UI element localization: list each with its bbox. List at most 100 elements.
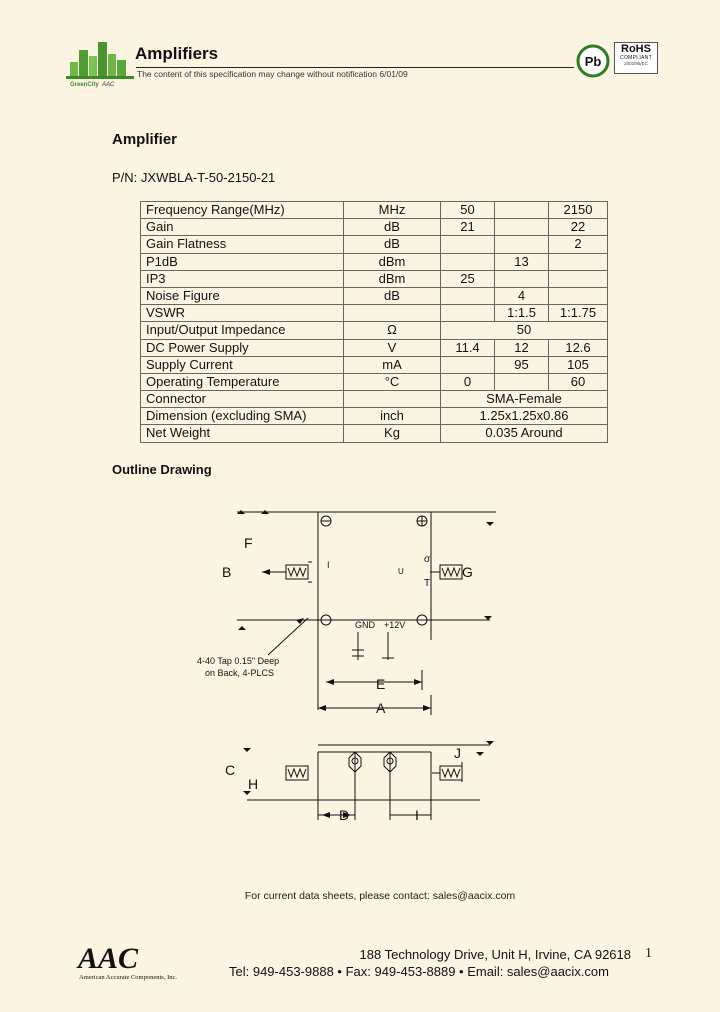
spec-param: VSWR xyxy=(140,304,344,323)
spec-unit xyxy=(343,304,441,323)
dim-label-H: H xyxy=(248,776,258,792)
spec-typ: 4 xyxy=(494,286,549,306)
aac-logo-text: AAC xyxy=(76,942,139,975)
dim-label-E: E xyxy=(376,676,385,692)
spec-param: Dimension (excluding SMA) xyxy=(140,407,344,426)
svg-text:U: U xyxy=(398,567,404,576)
svg-text:I: I xyxy=(327,560,330,570)
greencity-logo: GreenCity AAC xyxy=(66,42,134,88)
pb-label: Pb xyxy=(585,54,602,69)
spec-value: SMA-Female xyxy=(440,390,608,409)
part-number: P/N: JXWBLA-T-50-2150-21 xyxy=(112,170,276,185)
spec-param: Net Weight xyxy=(140,424,344,443)
spec-param: Noise Figure xyxy=(140,286,344,306)
rohs-line3: 2002/95/EC xyxy=(624,61,648,66)
spec-unit: dBm xyxy=(343,252,441,271)
spec-param: Input/Output Impedance xyxy=(140,321,344,340)
spec-typ: 1:1.5 xyxy=(494,304,549,323)
spec-min: 50 xyxy=(440,200,495,220)
spec-unit: °C xyxy=(343,372,441,392)
page-title: Amplifiers xyxy=(135,44,219,63)
spec-param: DC Power Supply xyxy=(140,338,344,357)
spec-max: 2 xyxy=(548,235,608,254)
spec-unit: dB xyxy=(343,235,441,254)
spec-typ xyxy=(494,200,549,220)
spec-unit: mA xyxy=(343,355,441,374)
header-rule xyxy=(136,67,574,68)
dim-label-A: A xyxy=(376,700,386,716)
spec-max: 60 xyxy=(548,372,608,392)
spec-unit: Kg xyxy=(343,424,441,443)
outline-drawing: I U σ T F B G GND +12V E A 4-40 Tap 0.15… xyxy=(197,510,496,823)
spec-min: 25 xyxy=(440,269,495,288)
dim-label-D: D xyxy=(339,807,349,823)
dim-label-F: F xyxy=(244,535,253,551)
spec-value: 1.25x1.25x0.86 xyxy=(440,407,608,426)
spec-min xyxy=(440,252,495,271)
spec-typ: 95 xyxy=(494,355,549,374)
spec-param: Supply Current xyxy=(140,355,344,374)
spec-max: 22 xyxy=(548,218,608,237)
company-address: 188 Technology Drive, Unit H, Irvine, CA… xyxy=(359,947,631,962)
spec-unit: inch xyxy=(343,407,441,426)
tap-note-line2: on Back, 4-PLCS xyxy=(205,668,274,678)
spec-max xyxy=(548,269,608,288)
spec-typ xyxy=(494,269,549,288)
rohs-title: RoHS xyxy=(621,43,651,55)
spec-max: 2150 xyxy=(548,200,608,220)
rohs-badge: RoHS COMPLIANT 2002/95/EC xyxy=(614,42,658,74)
spec-min: 0 xyxy=(440,372,495,392)
spec-max: 12.6 xyxy=(548,338,608,357)
rohs-line2: COMPLIANT xyxy=(620,55,652,61)
spec-max: 1:1.75 xyxy=(548,304,608,323)
pb-free-icon: Pb xyxy=(576,44,610,78)
dim-label-I: I xyxy=(415,807,419,823)
spec-min: 11.4 xyxy=(440,338,495,357)
spec-param: IP3 xyxy=(140,269,344,288)
v12-label: +12V xyxy=(384,620,405,630)
spec-unit: MHz xyxy=(343,200,441,220)
dim-label-G: G xyxy=(462,564,473,580)
svg-text:σ: σ xyxy=(424,554,431,565)
spec-typ xyxy=(494,372,549,392)
product-heading: Amplifier xyxy=(112,131,178,148)
spec-min xyxy=(440,304,495,323)
spec-min xyxy=(440,286,495,306)
dim-label-J: J xyxy=(454,745,461,761)
spec-unit: dB xyxy=(343,286,441,306)
tap-note-line1: 4-40 Tap 0.15" Deep xyxy=(197,656,279,666)
spec-max: 105 xyxy=(548,355,608,374)
change-notice: The content of this specification may ch… xyxy=(137,69,408,79)
datasheet-contact-note: For current data sheets, please contact:… xyxy=(244,890,516,902)
outline-heading: Outline Drawing xyxy=(112,462,212,477)
svg-text:AAC: AAC xyxy=(101,82,115,88)
gnd-label: GND xyxy=(355,620,376,630)
dim-label-B: B xyxy=(222,564,231,580)
spec-min xyxy=(440,235,495,254)
page-number: 1 xyxy=(645,946,652,961)
spec-param: Frequency Range(MHz) xyxy=(140,200,344,220)
spec-max xyxy=(548,286,608,306)
spec-param: Gain Flatness xyxy=(140,235,344,254)
company-contact: Tel: 949-453-9888 • Fax: 949-453-8889 • … xyxy=(229,964,609,979)
spec-unit: dBm xyxy=(343,269,441,288)
spec-min: 21 xyxy=(440,218,495,237)
company-name: American Accurate Components, Inc. xyxy=(79,974,178,981)
spec-unit xyxy=(343,390,441,409)
aac-logo: AAC xyxy=(76,942,139,975)
spec-value: 0.035 Around xyxy=(440,424,608,443)
svg-text:T: T xyxy=(424,578,430,589)
spec-typ xyxy=(494,235,549,254)
spec-value: 50 xyxy=(440,321,608,340)
